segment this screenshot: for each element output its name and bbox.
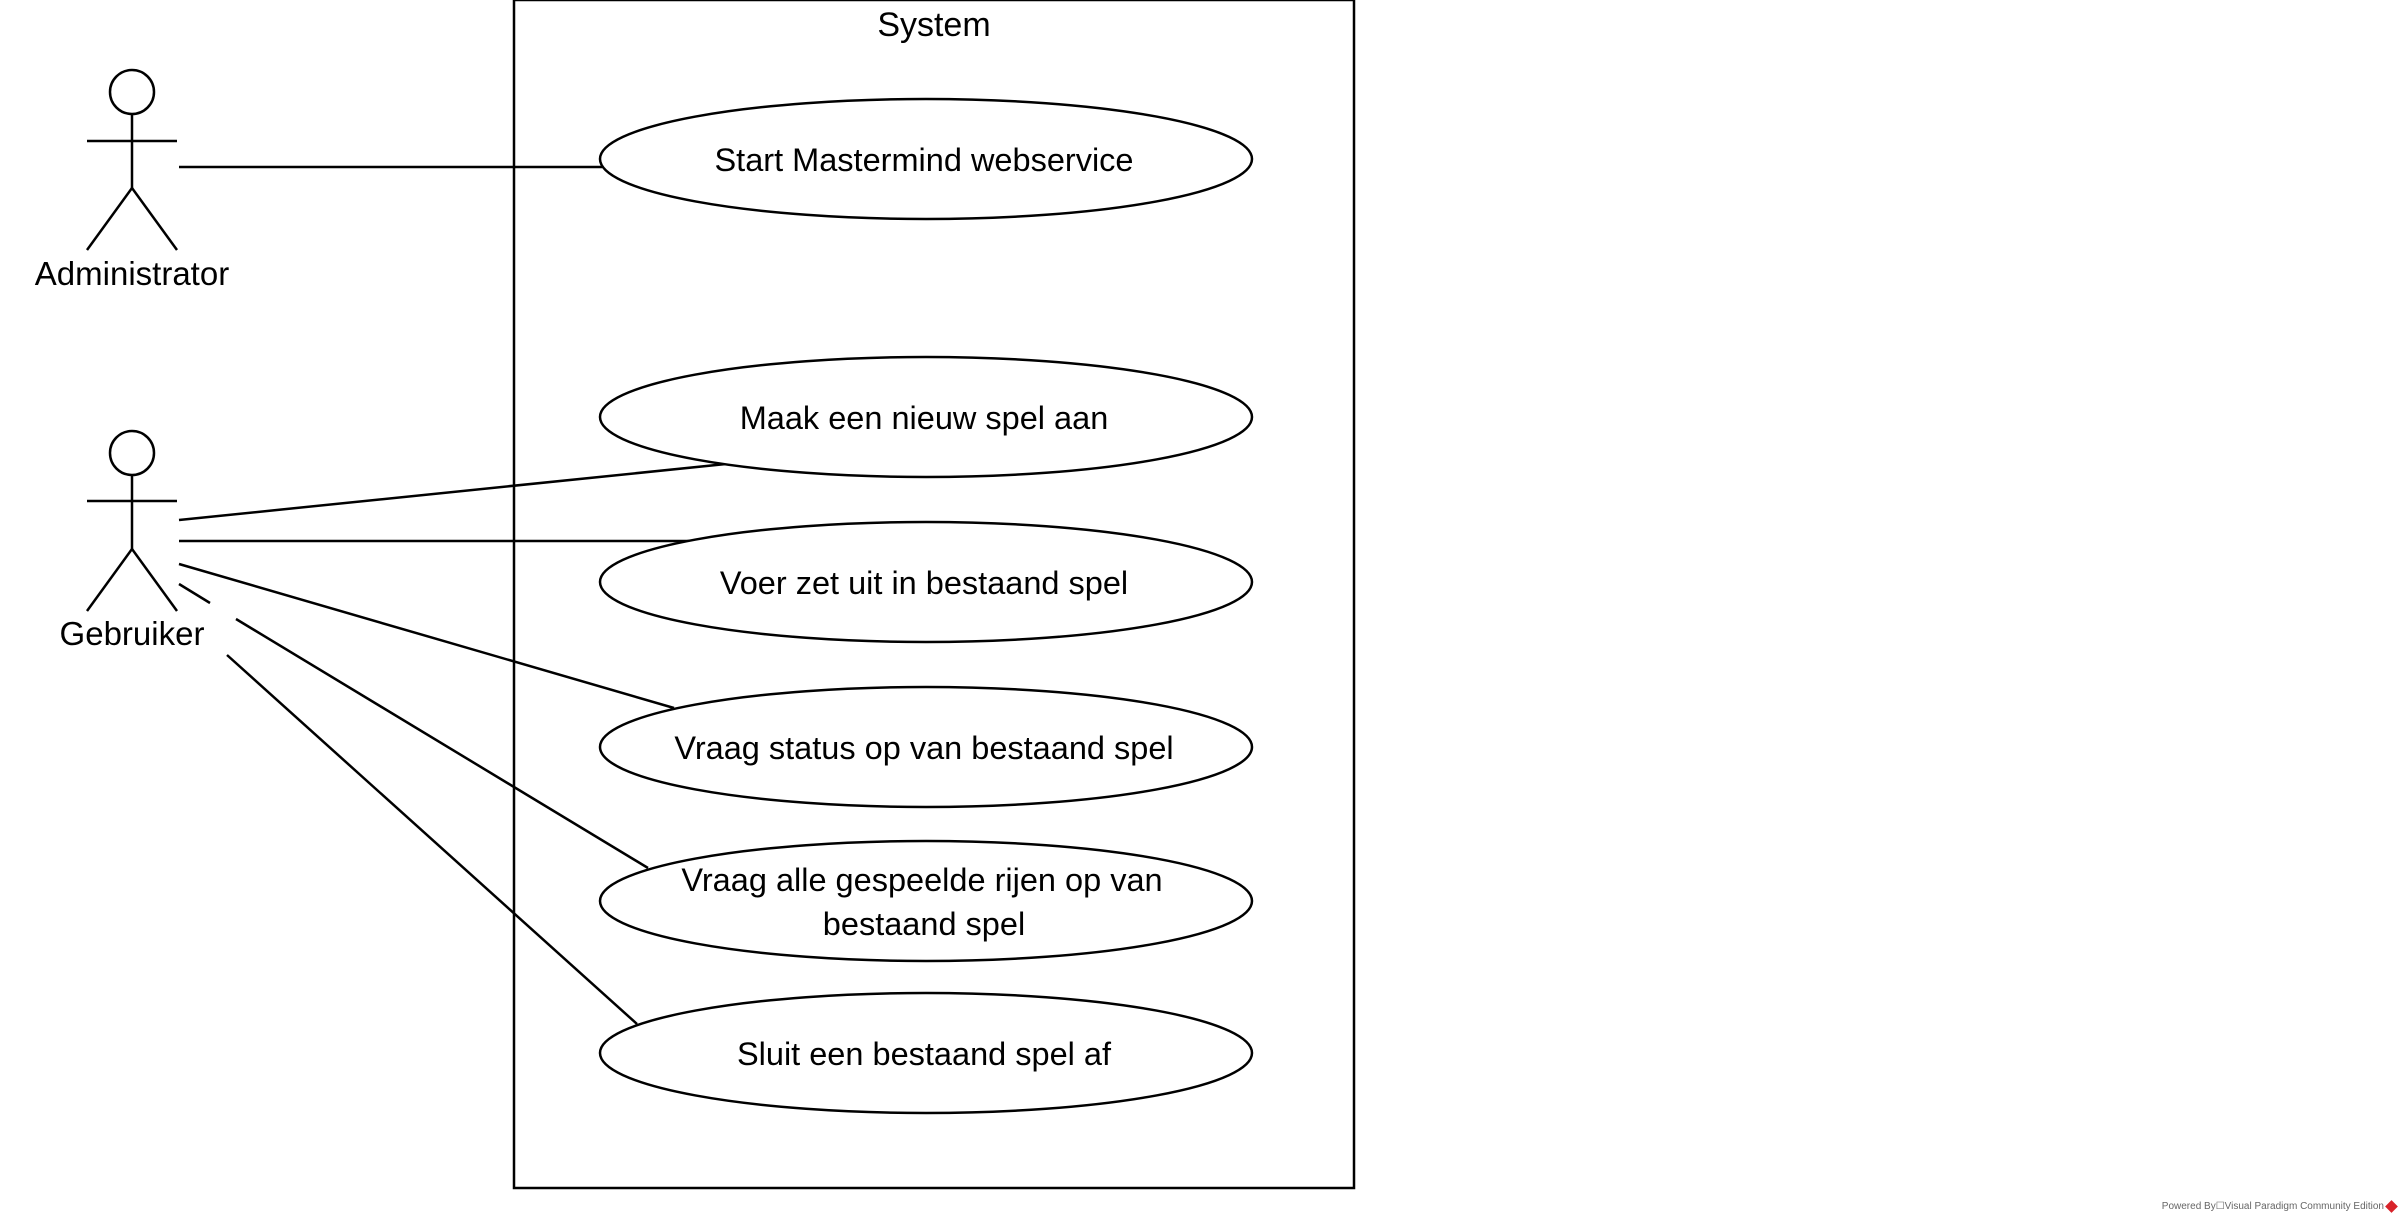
use-case-label-line1: Vraag alle gespeelde rijen op van — [681, 862, 1162, 898]
actor-gebruiker: Gebruiker — [60, 429, 205, 652]
use-case-label: Voer zet uit in bestaand spel — [720, 565, 1128, 601]
actor-gebruiker-label: Gebruiker — [60, 615, 205, 652]
use-case-sluit-spel: Sluit een bestaand spel af — [598, 991, 1254, 1115]
use-case-vraag-status: Vraag status op van bestaand spel — [598, 685, 1254, 809]
use-case-start-mastermind: Start Mastermind webservice — [598, 97, 1254, 221]
visual-paradigm-logo-icon — [2385, 1200, 2398, 1213]
use-case-vraag-rijen: Vraag alle gespeelde rijen op van bestaa… — [598, 839, 1254, 963]
actor-administrator-label: Administrator — [35, 255, 229, 292]
association-gebruiker-nieuw-spel — [178, 462, 727, 522]
association-gebruiker-vraag-rijen-2 — [235, 617, 649, 870]
association-gebruiker-vraag-status — [178, 562, 675, 710]
watermark-text: Powered By☐Visual Paradigm Community Edi… — [2161, 1201, 2384, 1212]
actor-head — [108, 68, 156, 116]
watermark: Powered By☐Visual Paradigm Community Edi… — [2161, 1200, 2398, 1213]
system-boundary — [512, 0, 1356, 1190]
association-gebruiker-vraag-rijen — [178, 582, 211, 605]
system-title: System — [877, 6, 990, 44]
use-case-label: Maak een nieuw spel aan — [740, 400, 1109, 436]
use-case-nieuw-spel: Maak een nieuw spel aan — [598, 355, 1254, 479]
use-case-label-line2: bestaand spel — [823, 906, 1025, 942]
use-case-label: Sluit een bestaand spel af — [737, 1036, 1112, 1072]
use-case-label: Start Mastermind webservice — [714, 142, 1133, 178]
association-gebruiker-sluit-spel — [226, 654, 638, 1025]
use-case-voer-zet: Voer zet uit in bestaand spel — [598, 520, 1254, 644]
actor-administrator: Administrator — [35, 68, 229, 292]
use-case-label: Vraag status op van bestaand spel — [674, 730, 1173, 766]
actor-head — [108, 429, 156, 477]
